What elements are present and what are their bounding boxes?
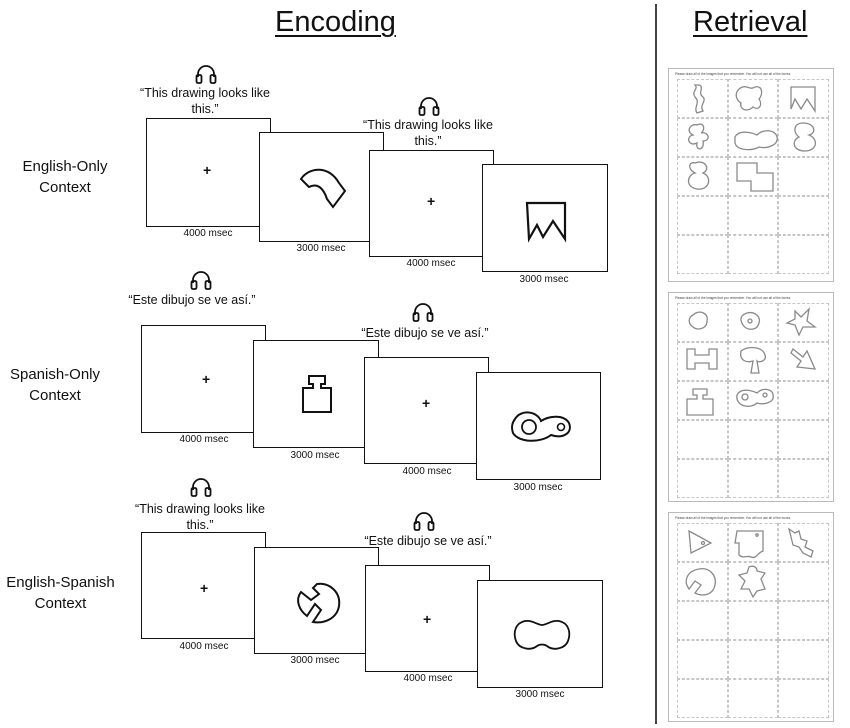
fixation-frame: + <box>364 357 489 464</box>
headphones-icon <box>195 65 217 84</box>
sheet-instruction: Please draw all of the images that you r… <box>675 516 792 520</box>
audio-quote: “Este dibujo se ve así.” <box>361 326 489 340</box>
sketch-weight <box>686 388 714 416</box>
duration-label: 4000 msec <box>403 673 453 684</box>
sketch-star <box>785 307 817 337</box>
audio-quote: “This drawing looks like this.” <box>135 502 265 532</box>
headphones-icon <box>190 478 212 497</box>
fixation-frame: + <box>365 565 490 672</box>
sketch-mushroom <box>740 346 766 374</box>
sketch-ring-pair <box>736 388 774 407</box>
fixation-cross: + <box>422 395 431 411</box>
notched-banner-shape <box>525 201 567 243</box>
fixation-frame: + <box>146 118 271 227</box>
headphones-icon <box>412 303 434 322</box>
stimulus-frame <box>482 164 608 272</box>
fixation-frame: + <box>369 150 494 257</box>
fixation-cross: + <box>200 580 209 596</box>
sketch-cross-blob <box>735 86 763 111</box>
stimulus-frame <box>477 580 603 688</box>
sheet-instruction: Please draw all of the images that you r… <box>675 296 792 300</box>
encoding-heading: Encoding <box>275 6 396 38</box>
duration-label: 3000 msec <box>290 655 340 666</box>
sketch-peanut <box>734 130 778 151</box>
sheet-instruction: Please draw all of the images that you r… <box>675 72 792 76</box>
fixation-cross: + <box>203 162 212 178</box>
audio-quote: “This drawing looks like this.” <box>140 86 270 116</box>
duration-label: 3000 msec <box>519 274 569 285</box>
sketch-gingerbread <box>737 565 767 599</box>
stimulus-frame <box>259 132 384 242</box>
fixation-cross: + <box>427 193 436 209</box>
sketch-wavy-bar <box>693 84 705 114</box>
peanut-shape <box>513 619 571 650</box>
fixation-frame: + <box>141 325 266 433</box>
duration-label: 3000 msec <box>513 482 563 493</box>
headphones-icon <box>418 97 440 116</box>
sketch-drawings <box>686 307 817 416</box>
weight-shape <box>302 375 332 413</box>
duration-label: 4000 msec <box>402 466 452 477</box>
arc-shape <box>299 168 347 209</box>
duration-label: 3000 msec <box>296 243 346 254</box>
blob-with-holes-shape <box>510 411 571 442</box>
fixation-cross: + <box>423 611 432 627</box>
audio-quote: “Este dibujo se ve así.” <box>128 293 256 307</box>
sketch-split-disc <box>685 568 716 596</box>
duration-label: 4000 msec <box>406 258 456 269</box>
sketch-arrow <box>790 347 817 370</box>
retrieval-sheet-2: Please draw all of the images that you r… <box>668 292 834 502</box>
sketch-small-ring <box>740 311 761 330</box>
sketch-h-block <box>686 348 718 370</box>
sketch-step-block <box>736 162 774 192</box>
sketch-round-blob <box>688 311 708 330</box>
sketch-triangle <box>688 529 713 555</box>
headphones-icon <box>190 271 212 290</box>
split-disc-shape <box>297 582 341 624</box>
duration-label: 4000 msec <box>179 641 229 652</box>
sketch-clover <box>688 123 709 150</box>
retrieval-heading: Retrieval <box>693 6 808 38</box>
fixation-frame: + <box>141 532 266 639</box>
sketch-drawings <box>685 527 814 599</box>
sketch-banner <box>790 86 816 114</box>
headphones-icon <box>413 512 435 531</box>
sketch-small-ring-hole <box>747 318 753 324</box>
sketch-figure-eight <box>793 122 816 152</box>
retrieval-sheet-1: Please draw all of the images that you r… <box>668 68 834 282</box>
sketch-lightning <box>787 527 814 558</box>
audio-quote: “This drawing looks like this.” <box>363 118 493 148</box>
sketch-figure-eight-2 <box>687 161 710 190</box>
audio-quote: “Este dibujo se ve así.” <box>364 534 492 548</box>
stimulus-frame <box>476 372 601 480</box>
context-label-english-spanish: English-Spanish Context <box>6 574 115 612</box>
context-label-english-only: English-Only Context <box>22 158 108 196</box>
retrieval-sheet-3: Please draw all of the images that you r… <box>668 512 834 722</box>
duration-label: 3000 msec <box>515 689 565 700</box>
sketch-drawings <box>687 84 816 192</box>
stimulus-frame <box>253 340 379 448</box>
duration-label: 4000 msec <box>179 434 229 445</box>
fixation-cross: + <box>202 371 211 387</box>
duration-label: 3000 msec <box>290 450 340 461</box>
stimulus-frame <box>254 547 379 654</box>
section-divider <box>655 4 657 724</box>
sketch-flag <box>734 530 764 559</box>
duration-label: 4000 msec <box>183 228 233 239</box>
context-label-spanish-only: Spanish-Only Context <box>9 366 101 404</box>
